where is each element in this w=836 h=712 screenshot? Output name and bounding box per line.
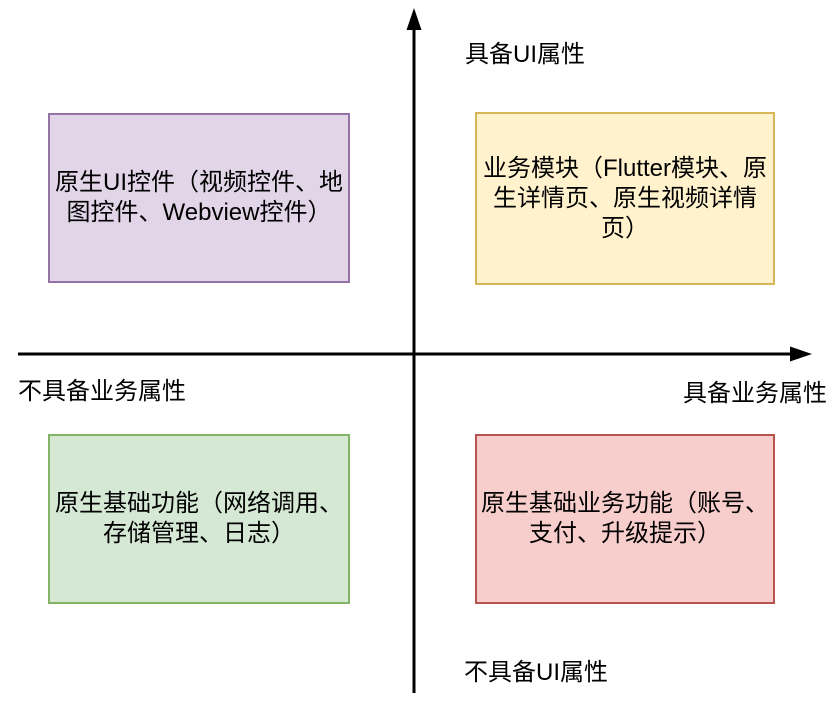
quadrant-label: 原生基础业务功能（账号、支付、升级提示） xyxy=(481,490,769,547)
axis-label-top: 具备UI属性 xyxy=(465,41,585,68)
quadrant-box-native-ui-widgets: 原生UI控件（视频控件、地图控件、Webview控件） xyxy=(48,113,350,283)
up-arrow-icon xyxy=(406,8,422,30)
quadrant-box-native-base-functions: 原生基础功能（网络调用、存储管理、日志） xyxy=(48,434,350,604)
right-arrow-icon xyxy=(790,346,812,362)
quadrant-box-native-base-business-functions: 原生基础业务功能（账号、支付、升级提示） xyxy=(475,434,775,604)
axis-label-bottom: 不具备UI属性 xyxy=(464,659,608,686)
axis-label-left: 不具备业务属性 xyxy=(18,378,186,405)
quadrant-label: 原生基础功能（网络调用、存储管理、日志） xyxy=(55,490,343,547)
quadrant-label: 业务模块（Flutter模块、原生详情页、原生视频详情页） xyxy=(482,154,767,242)
quadrant-label: 原生UI控件（视频控件、地图控件、Webview控件） xyxy=(55,169,343,226)
quadrant-box-business-modules: 业务模块（Flutter模块、原生详情页、原生视频详情页） xyxy=(475,112,775,285)
axis-label-right: 具备业务属性 xyxy=(683,380,827,407)
